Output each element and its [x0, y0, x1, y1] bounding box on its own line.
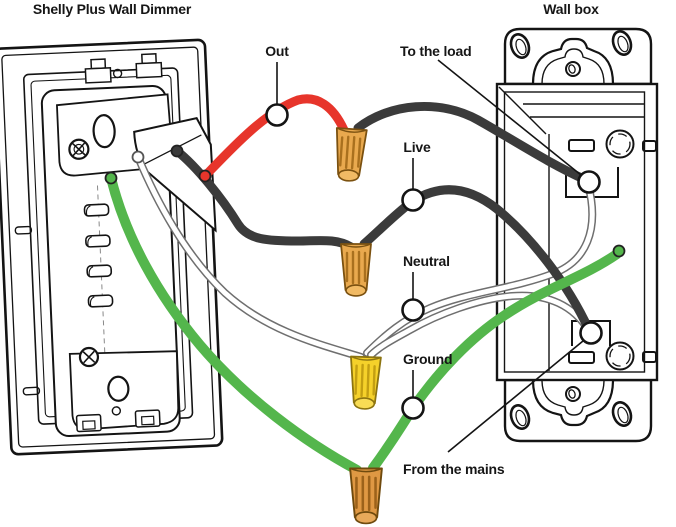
- bottom-pin-hole: [111, 406, 122, 416]
- label-neutral: Neutral: [403, 253, 450, 269]
- screw-bottom: [78, 346, 100, 368]
- out-wire-end-dimmer: [198, 169, 212, 183]
- live-marker: [401, 188, 425, 212]
- ground-marker: [401, 396, 425, 420]
- load-wire: [353, 101, 591, 185]
- top-bracket-oval-hole: [92, 114, 116, 149]
- top-screw-hole-right: [611, 30, 633, 56]
- wallbox-bottom-arch: [531, 379, 615, 427]
- out-marker: [265, 103, 289, 127]
- faceplate-slot-upper: [14, 225, 33, 235]
- wallbox-front-inner: [503, 91, 646, 373]
- neutral-marker: [401, 298, 425, 322]
- wire-nut-out-load: [335, 127, 368, 182]
- ground-wire-mains: [368, 249, 622, 473]
- top-knockout-circle-inner: [609, 133, 631, 155]
- screw-top: [68, 138, 90, 160]
- top-pin-hole: [112, 68, 123, 79]
- bottom-knockout-slot-right: [642, 351, 657, 363]
- top-screw-hole-left-inner: [515, 38, 527, 56]
- bottom-bracket-oval-hole: [107, 375, 130, 402]
- top-clip-right-base: [135, 61, 163, 79]
- wires: [106, 94, 622, 475]
- bottom-cable-clamp: [571, 320, 611, 346]
- top-clip-left-base: [84, 67, 112, 84]
- wallbox-top-arch-inner: [541, 48, 605, 85]
- wallbox-bottom-arch-inner: [541, 379, 605, 416]
- title-shelly-dimmer: Shelly Plus Wall Dimmer: [33, 1, 192, 17]
- wire-nut-ground: [349, 467, 383, 525]
- bottom-knockout-slot: [568, 351, 595, 364]
- top-grommet-inner: [568, 64, 576, 74]
- title-wall-box: Wall box: [543, 1, 599, 17]
- live-wire-end-dimmer: [170, 144, 184, 158]
- top-screw-hole-right-inner: [617, 35, 629, 53]
- from-the-mains-leader-line: [447, 340, 584, 453]
- ground-wire-tip-in-box: [612, 244, 626, 258]
- out-wire: [200, 94, 349, 181]
- ground-wire-dimmer: [106, 173, 362, 475]
- callouts: [265, 59, 603, 453]
- label-from-the-mains: From the mains: [403, 461, 505, 477]
- vent-slots: [83, 203, 114, 308]
- bottom-screw-hole-right: [611, 401, 633, 427]
- bottom-screw-hole-left: [509, 404, 531, 430]
- faceplate-slot-lower: [22, 386, 41, 396]
- neutral-wire-mains: [367, 291, 593, 359]
- bottom-clip-right-inner: [140, 415, 155, 426]
- label-out: Out: [265, 43, 289, 59]
- top-screw-hole-left: [509, 33, 531, 59]
- from-the-mains-marker: [579, 321, 603, 345]
- wall-box-drawing: [495, 27, 659, 443]
- bottom-grommet: [565, 386, 581, 402]
- wallbox-depth-diagonal: [498, 86, 547, 135]
- top-knockout-slot: [568, 139, 595, 152]
- wire-nut-neutral: [350, 355, 382, 410]
- label-live: Live: [403, 139, 431, 155]
- neutral-wire-dimmer: [134, 153, 365, 361]
- bottom-grommet-inner: [568, 389, 576, 399]
- top-knockout-slot-right: [642, 140, 657, 152]
- to-the-load-leader-line: [437, 59, 582, 176]
- ground-wire-end-dimmer: [104, 171, 118, 185]
- top-clip-left: [90, 58, 107, 70]
- bottom-knockout-circle-inner: [609, 345, 631, 367]
- wire-nut-live: [340, 243, 372, 297]
- top-clip-right: [141, 53, 157, 65]
- bottom-screw-hole-left-inner: [515, 409, 527, 427]
- to-the-load-marker: [577, 170, 601, 194]
- neutral-wire-load: [363, 180, 597, 357]
- label-to-the-load: To the load: [400, 43, 471, 59]
- labels: Shelly Plus Wall Dimmer Wall box Out To …: [33, 1, 599, 477]
- wire-ends: [104, 144, 626, 258]
- top-grommet: [565, 61, 581, 77]
- bottom-screw-hole-right-inner: [617, 406, 629, 424]
- shelly-dimmer-drawing: [0, 38, 224, 456]
- dimmer-faceplate-bevel: [1, 46, 216, 448]
- label-ground: Ground: [403, 351, 452, 367]
- neutral-wire-end-dimmer: [131, 150, 145, 164]
- live-wire-mains: [359, 185, 594, 335]
- bottom-clip-left-inner: [82, 420, 96, 430]
